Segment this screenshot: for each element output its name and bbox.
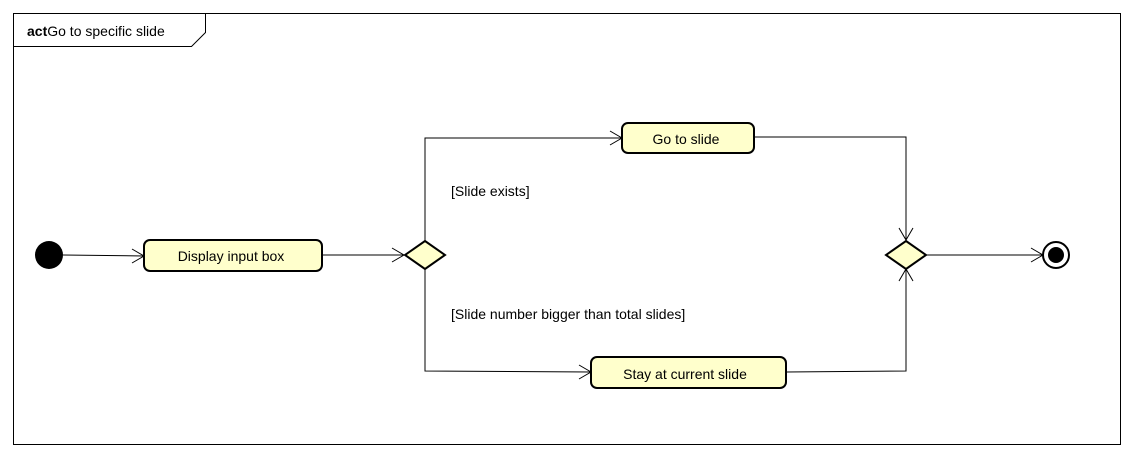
- flow-go-to-merge: [754, 136, 907, 240]
- merge-node: [884, 239, 928, 271]
- action-go-to-slide-label: Go to slide: [653, 131, 720, 147]
- action-display-input-box: Display input box: [143, 239, 323, 272]
- action-go-to-slide: Go to slide: [621, 122, 755, 154]
- frame-name: Go to specific slide: [47, 23, 165, 39]
- frame-title: actGo to specific slide: [27, 23, 165, 39]
- activity-final-node: [1042, 241, 1070, 269]
- flow-stay-to-merge: [785, 269, 907, 373]
- flow-decision-to-go: [424, 137, 622, 241]
- frame-keyword: act: [27, 23, 48, 39]
- guard-slide-exists: [Slide exists]: [451, 183, 530, 199]
- flow-decision-to-stay: [424, 269, 592, 373]
- initial-node: [35, 241, 63, 269]
- diagram-frame: [13, 13, 1121, 445]
- decision-node: [403, 239, 447, 271]
- action-display-input-box-label: Display input box: [178, 248, 285, 264]
- flow-initial-to-display: [62, 254, 145, 257]
- action-stay-at-current-slide-label: Stay at current slide: [623, 366, 747, 382]
- guard-slide-number-bigger: [Slide number bigger than total slides]: [451, 306, 685, 322]
- frame-name-tab: [13, 13, 206, 47]
- action-stay-at-current-slide: Stay at current slide: [590, 356, 787, 389]
